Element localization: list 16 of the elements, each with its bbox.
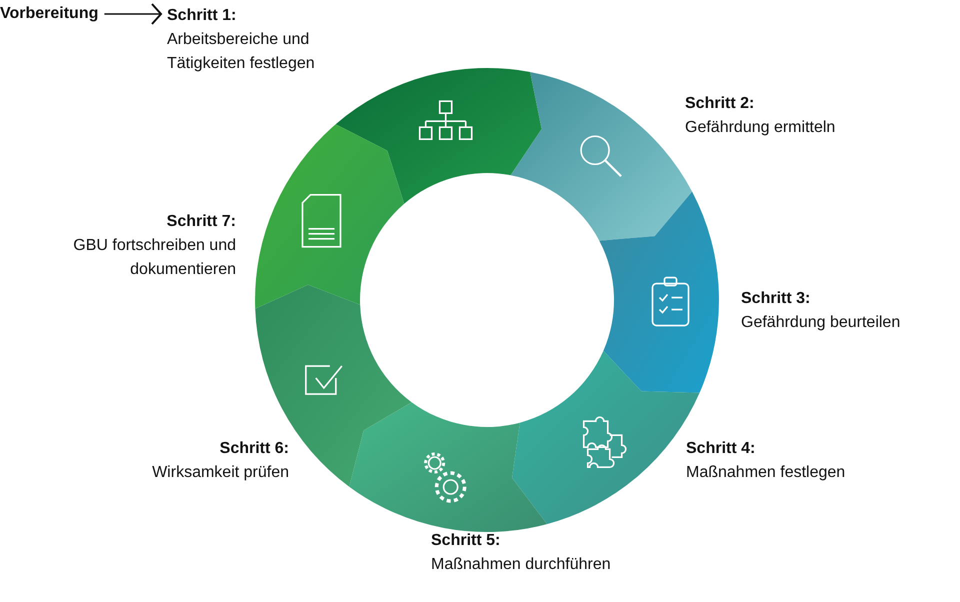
step-description: GBU fortschreiben und dokumentieren [72,236,236,280]
step-heading: Schritt 2: [685,94,754,114]
step-heading: Schritt 6: [220,439,289,459]
step-description: Gefährdung beurteilen [741,313,900,333]
step-description: Wirksamkeit prüfen [152,463,289,483]
step-heading: Schritt 3: [741,289,810,309]
step-heading: Schritt 4: [686,439,756,459]
step-heading: Schritt 5: [431,531,500,551]
chevron-arrow [104,3,162,25]
step-description: Gefährdung ermitteln [685,118,836,138]
step-heading: Schritt 1: [167,6,236,26]
step-description: Arbeitsbereiche und Tätigkeiten festlegen [167,30,316,74]
step-description: Maßnahmen festlegen [686,463,846,483]
step-heading: Schritt 7: [166,212,236,232]
step-description: Maßnahmen durchführen [431,555,611,575]
stage-label: Vorbereitung [0,2,98,26]
